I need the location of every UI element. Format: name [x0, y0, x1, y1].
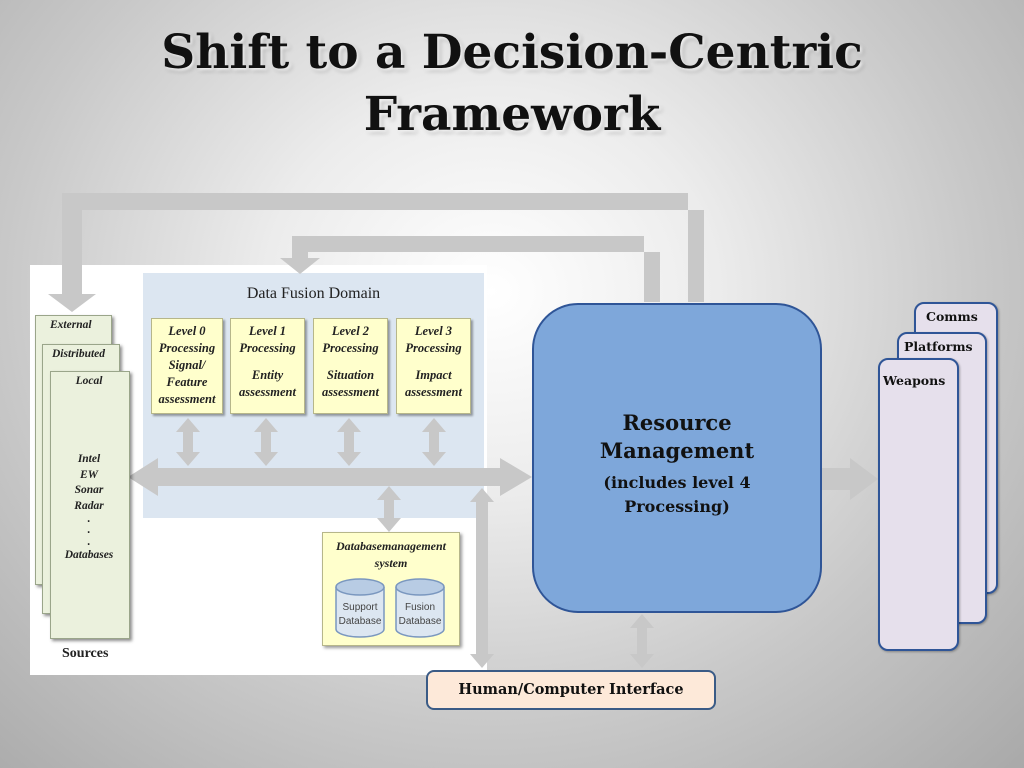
- source-item: Radar: [74, 499, 104, 512]
- level2-line1: Processing: [322, 341, 379, 355]
- data-fusion-domain-label: Data Fusion Domain: [246, 285, 381, 302]
- support-database-line2: Database: [338, 616, 382, 627]
- source-card-local: Local Intel EW Sonar Radar . . . Databas…: [50, 371, 130, 639]
- support-database-label: Support Database: [335, 601, 385, 629]
- level3-name: Level 3: [414, 324, 453, 338]
- hci-bus-arrow: [470, 488, 494, 668]
- support-database-line1: Support: [342, 602, 378, 613]
- level0-line1: Processing: [158, 341, 216, 355]
- rm-line3: (includes level 4: [603, 473, 751, 492]
- human-computer-interface-box: Human/Computer Interface: [426, 670, 716, 710]
- source-external-label: External: [50, 319, 92, 331]
- fusion-database-icon: Fusion Database: [395, 577, 445, 639]
- source-item: .: [87, 524, 91, 536]
- rm-hci-arrow: [630, 614, 654, 668]
- level0-name: Level 0: [168, 324, 206, 338]
- level3-box: Level 3 Processing Impact assessment: [396, 318, 471, 414]
- level0-line3: Feature: [166, 375, 208, 389]
- level0-box: Level 0 Processing Signal/ Feature asses…: [151, 318, 223, 414]
- source-distributed-label: Distributed: [52, 348, 106, 360]
- level1-link-arrow: [254, 418, 278, 466]
- level1-box: Level 1 Processing Entity assessment: [230, 318, 305, 414]
- source-item: .: [87, 513, 91, 525]
- source-item: Intel: [77, 453, 101, 465]
- level0-line4: assessment: [158, 392, 216, 406]
- rm-line4: Processing): [624, 497, 730, 516]
- source-item: Databases: [64, 549, 114, 561]
- source-item: EW: [80, 468, 98, 481]
- database-link-arrow: [377, 486, 401, 532]
- platforms-label: Platforms: [904, 339, 973, 354]
- level2-line4: assessment: [322, 385, 379, 399]
- fusion-database-line1: Fusion: [404, 602, 435, 613]
- resource-management-box: Resource Management (includes level 4 Pr…: [532, 303, 822, 613]
- feedback-arrow-to-fusion: [280, 236, 660, 302]
- rm-line1: Resource: [622, 410, 732, 435]
- level1-line3: Entity: [251, 368, 284, 382]
- sources-label: Sources: [62, 646, 109, 661]
- level2-link-arrow: [337, 418, 361, 466]
- resource-management-title: Resource Management: [534, 409, 820, 465]
- title-line-1: Shift to a Decision-Centric: [161, 25, 863, 80]
- level1-line4: assessment: [239, 385, 296, 399]
- level3-line4: assessment: [405, 385, 462, 399]
- rm-line2: Management: [599, 438, 755, 463]
- level3-line1: Processing: [405, 341, 462, 355]
- resource-management-subtitle: (includes level 4 Processing): [534, 471, 820, 519]
- main-bus-arrow: [128, 458, 532, 496]
- level2-name: Level 2: [331, 324, 370, 338]
- database-title-line1: Databasemanagement: [336, 539, 446, 553]
- database-title: Databasemanagement system: [323, 538, 459, 572]
- database-title-line2: system: [374, 556, 408, 570]
- fusion-database-line2: Database: [398, 616, 442, 627]
- level2-box: Level 2 Processing Situation assessment: [313, 318, 388, 414]
- source-local-label: Local: [75, 375, 103, 387]
- support-database-icon: Support Database: [335, 577, 385, 639]
- fusion-database-label: Fusion Database: [395, 601, 445, 629]
- comms-label: Comms: [926, 309, 978, 324]
- source-item: Sonar: [74, 484, 104, 496]
- feedback-arrow-to-sources: [48, 193, 704, 312]
- source-item: .: [87, 536, 91, 548]
- output-card-weapons: Weapons: [878, 358, 959, 651]
- level1-name: Level 1: [248, 324, 287, 338]
- source-items-list: Intel EW Sonar Radar . . . Databases: [51, 452, 127, 564]
- level3-link-arrow: [422, 418, 446, 466]
- database-management-box: Databasemanagement system Support Databa…: [322, 532, 460, 646]
- weapons-label: Weapons: [883, 373, 946, 388]
- level1-line1: Processing: [239, 341, 296, 355]
- level2-line3: Situation: [326, 368, 375, 382]
- level0-link-arrow: [176, 418, 200, 466]
- slide-title: Shift to a Decision-Centric Framework: [0, 22, 1024, 146]
- level0-line2: Signal/: [168, 358, 206, 372]
- level3-line3: Impact: [415, 368, 452, 382]
- title-line-2: Framework: [363, 87, 661, 142]
- output-arrow: [822, 458, 878, 500]
